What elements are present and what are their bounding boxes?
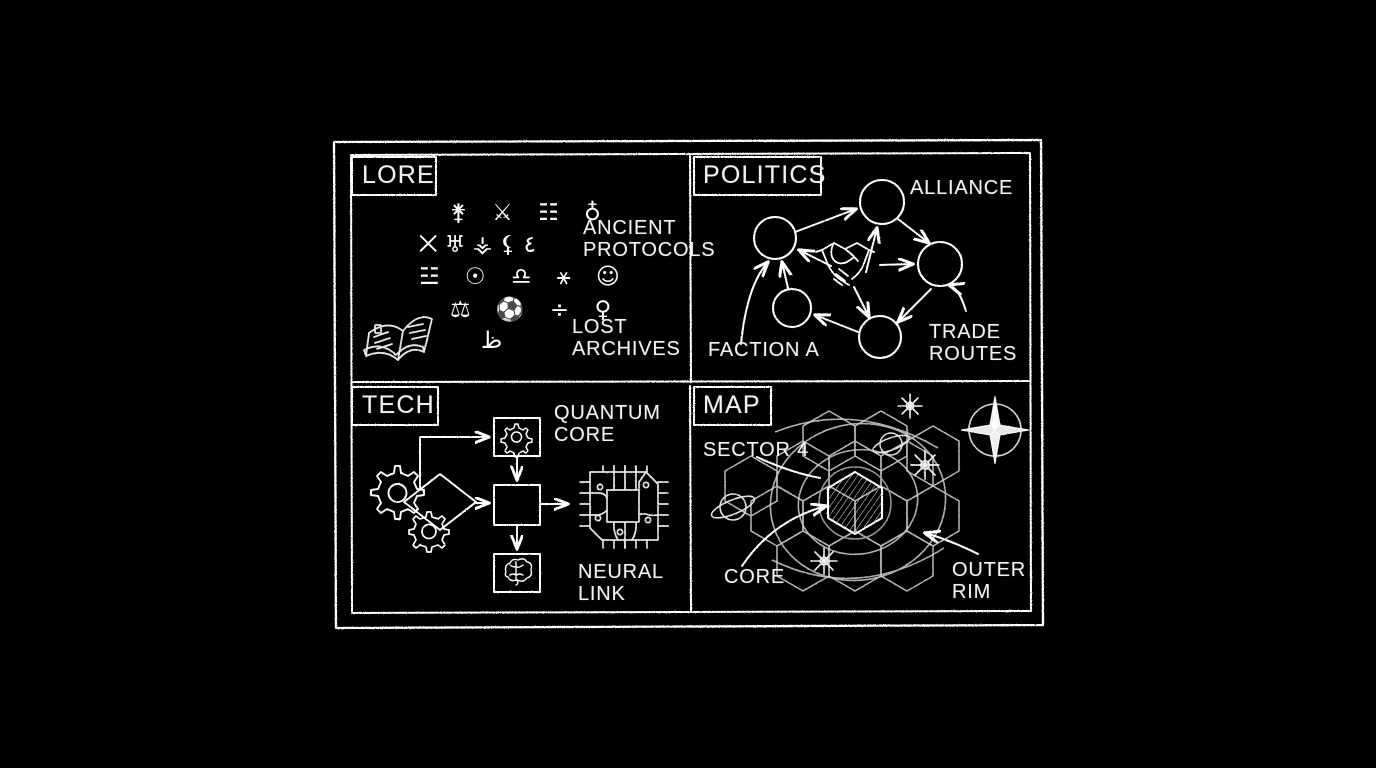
flow-branch-up	[419, 437, 489, 489]
edge-bottom-to-lowerleft	[815, 315, 859, 333]
label-outer-rim: OUTER RIM	[952, 559, 1026, 603]
star-burst-top-icon	[897, 393, 923, 419]
faction-node-right[interactable]	[916, 240, 964, 288]
edge-center-to-top	[865, 228, 877, 273]
panel-title-map[interactable]: MAP	[703, 391, 761, 419]
core-hexagon-icon[interactable]	[818, 466, 892, 540]
outer-rim-arrow	[925, 533, 979, 555]
star-burst-right-icon	[910, 450, 940, 480]
tech-flowchart	[403, 417, 568, 593]
core-arrow	[741, 506, 826, 567]
inner-border	[350, 152, 1032, 614]
outer-border	[332, 138, 1045, 630]
panel-title-boxes	[351, 156, 822, 426]
label-sector-4: SECTOR 4	[703, 439, 810, 461]
gear-large-icon	[370, 465, 425, 520]
rune-row-4: ⚖ ⚽ ÷ ♀	[450, 297, 621, 323]
faction-node-left[interactable]	[752, 215, 798, 261]
edge-center-to-bottom	[853, 286, 869, 317]
politics-title-box[interactable]	[693, 156, 822, 196]
brain-glyph-icon	[504, 558, 533, 586]
divider-vertical	[689, 155, 692, 383]
map-callouts	[741, 456, 979, 567]
tech-title-box[interactable]	[351, 386, 439, 426]
rune-row-3: ☳ ☉ ♎ ⚹ ☺	[419, 264, 629, 290]
faction-node-bottom[interactable]	[857, 314, 903, 360]
rune-row-5: ظ	[481, 328, 503, 354]
panel-title-tech[interactable]: TECH	[362, 391, 435, 419]
label-core: CORE	[724, 566, 785, 588]
edge-top-to-right	[897, 218, 929, 243]
label-quantum-core: QUANTUM CORE	[554, 402, 661, 446]
planet-saturn-left-icon	[710, 493, 756, 521]
map-title-box[interactable]	[693, 386, 772, 426]
open-book-icon	[363, 316, 433, 361]
label-trade-routes: TRADE ROUTES	[929, 321, 1018, 365]
politics-network	[740, 178, 967, 360]
panel-title-lore[interactable]: LORE	[362, 161, 435, 189]
compass-rose-icon	[960, 395, 1030, 465]
rune-row-2: ⨉ ♅ ⚶ ⚸ ٤	[419, 232, 537, 258]
label-lost-archives: LOST ARCHIVES	[572, 316, 681, 360]
planet-saturn-top-icon	[872, 432, 910, 456]
lore-title-box[interactable]	[351, 156, 437, 196]
microchip-icon	[579, 465, 669, 549]
edge-left-to-top	[794, 209, 856, 233]
star-burst-bottom-icon	[810, 547, 838, 575]
edge-curve-trade-routes	[949, 285, 967, 312]
board-frame	[332, 138, 1045, 630]
handshake-icon	[815, 242, 875, 286]
sector4-leader-line	[756, 456, 821, 479]
edge-curve-faction-a	[740, 262, 768, 345]
edge-center-to-left	[799, 250, 832, 267]
divider-horizontal	[351, 380, 1031, 383]
label-faction-a: FACTION A	[708, 339, 820, 361]
edge-lowerleft-to-left	[782, 262, 788, 289]
label-ancient-protocols: ANCIENT PROTOCOLS	[583, 217, 716, 261]
faction-node-lower-left[interactable]	[771, 287, 813, 329]
panel-title-politics[interactable]: POLITICS	[703, 161, 827, 189]
edge-center-to-right	[879, 264, 913, 265]
process-box-node[interactable]	[493, 484, 541, 526]
orbital-arcs	[769, 418, 947, 582]
label-alliance: ALLIANCE	[910, 177, 1014, 199]
label-neural-link: NEURAL LINK	[578, 561, 664, 605]
divider-vertical-lower	[689, 385, 692, 612]
hex-grid-icon	[724, 410, 960, 592]
rune-row-1: ⚵ ⚔ ☷ ♁	[450, 200, 610, 226]
decision-diamond-node[interactable]	[403, 473, 477, 531]
faction-node-top[interactable]	[858, 178, 906, 226]
edge-right-to-bottom	[898, 288, 932, 322]
brain-box-node[interactable]	[493, 553, 541, 593]
gear-glyph-icon	[500, 423, 533, 458]
gear-small-icon	[408, 511, 450, 553]
